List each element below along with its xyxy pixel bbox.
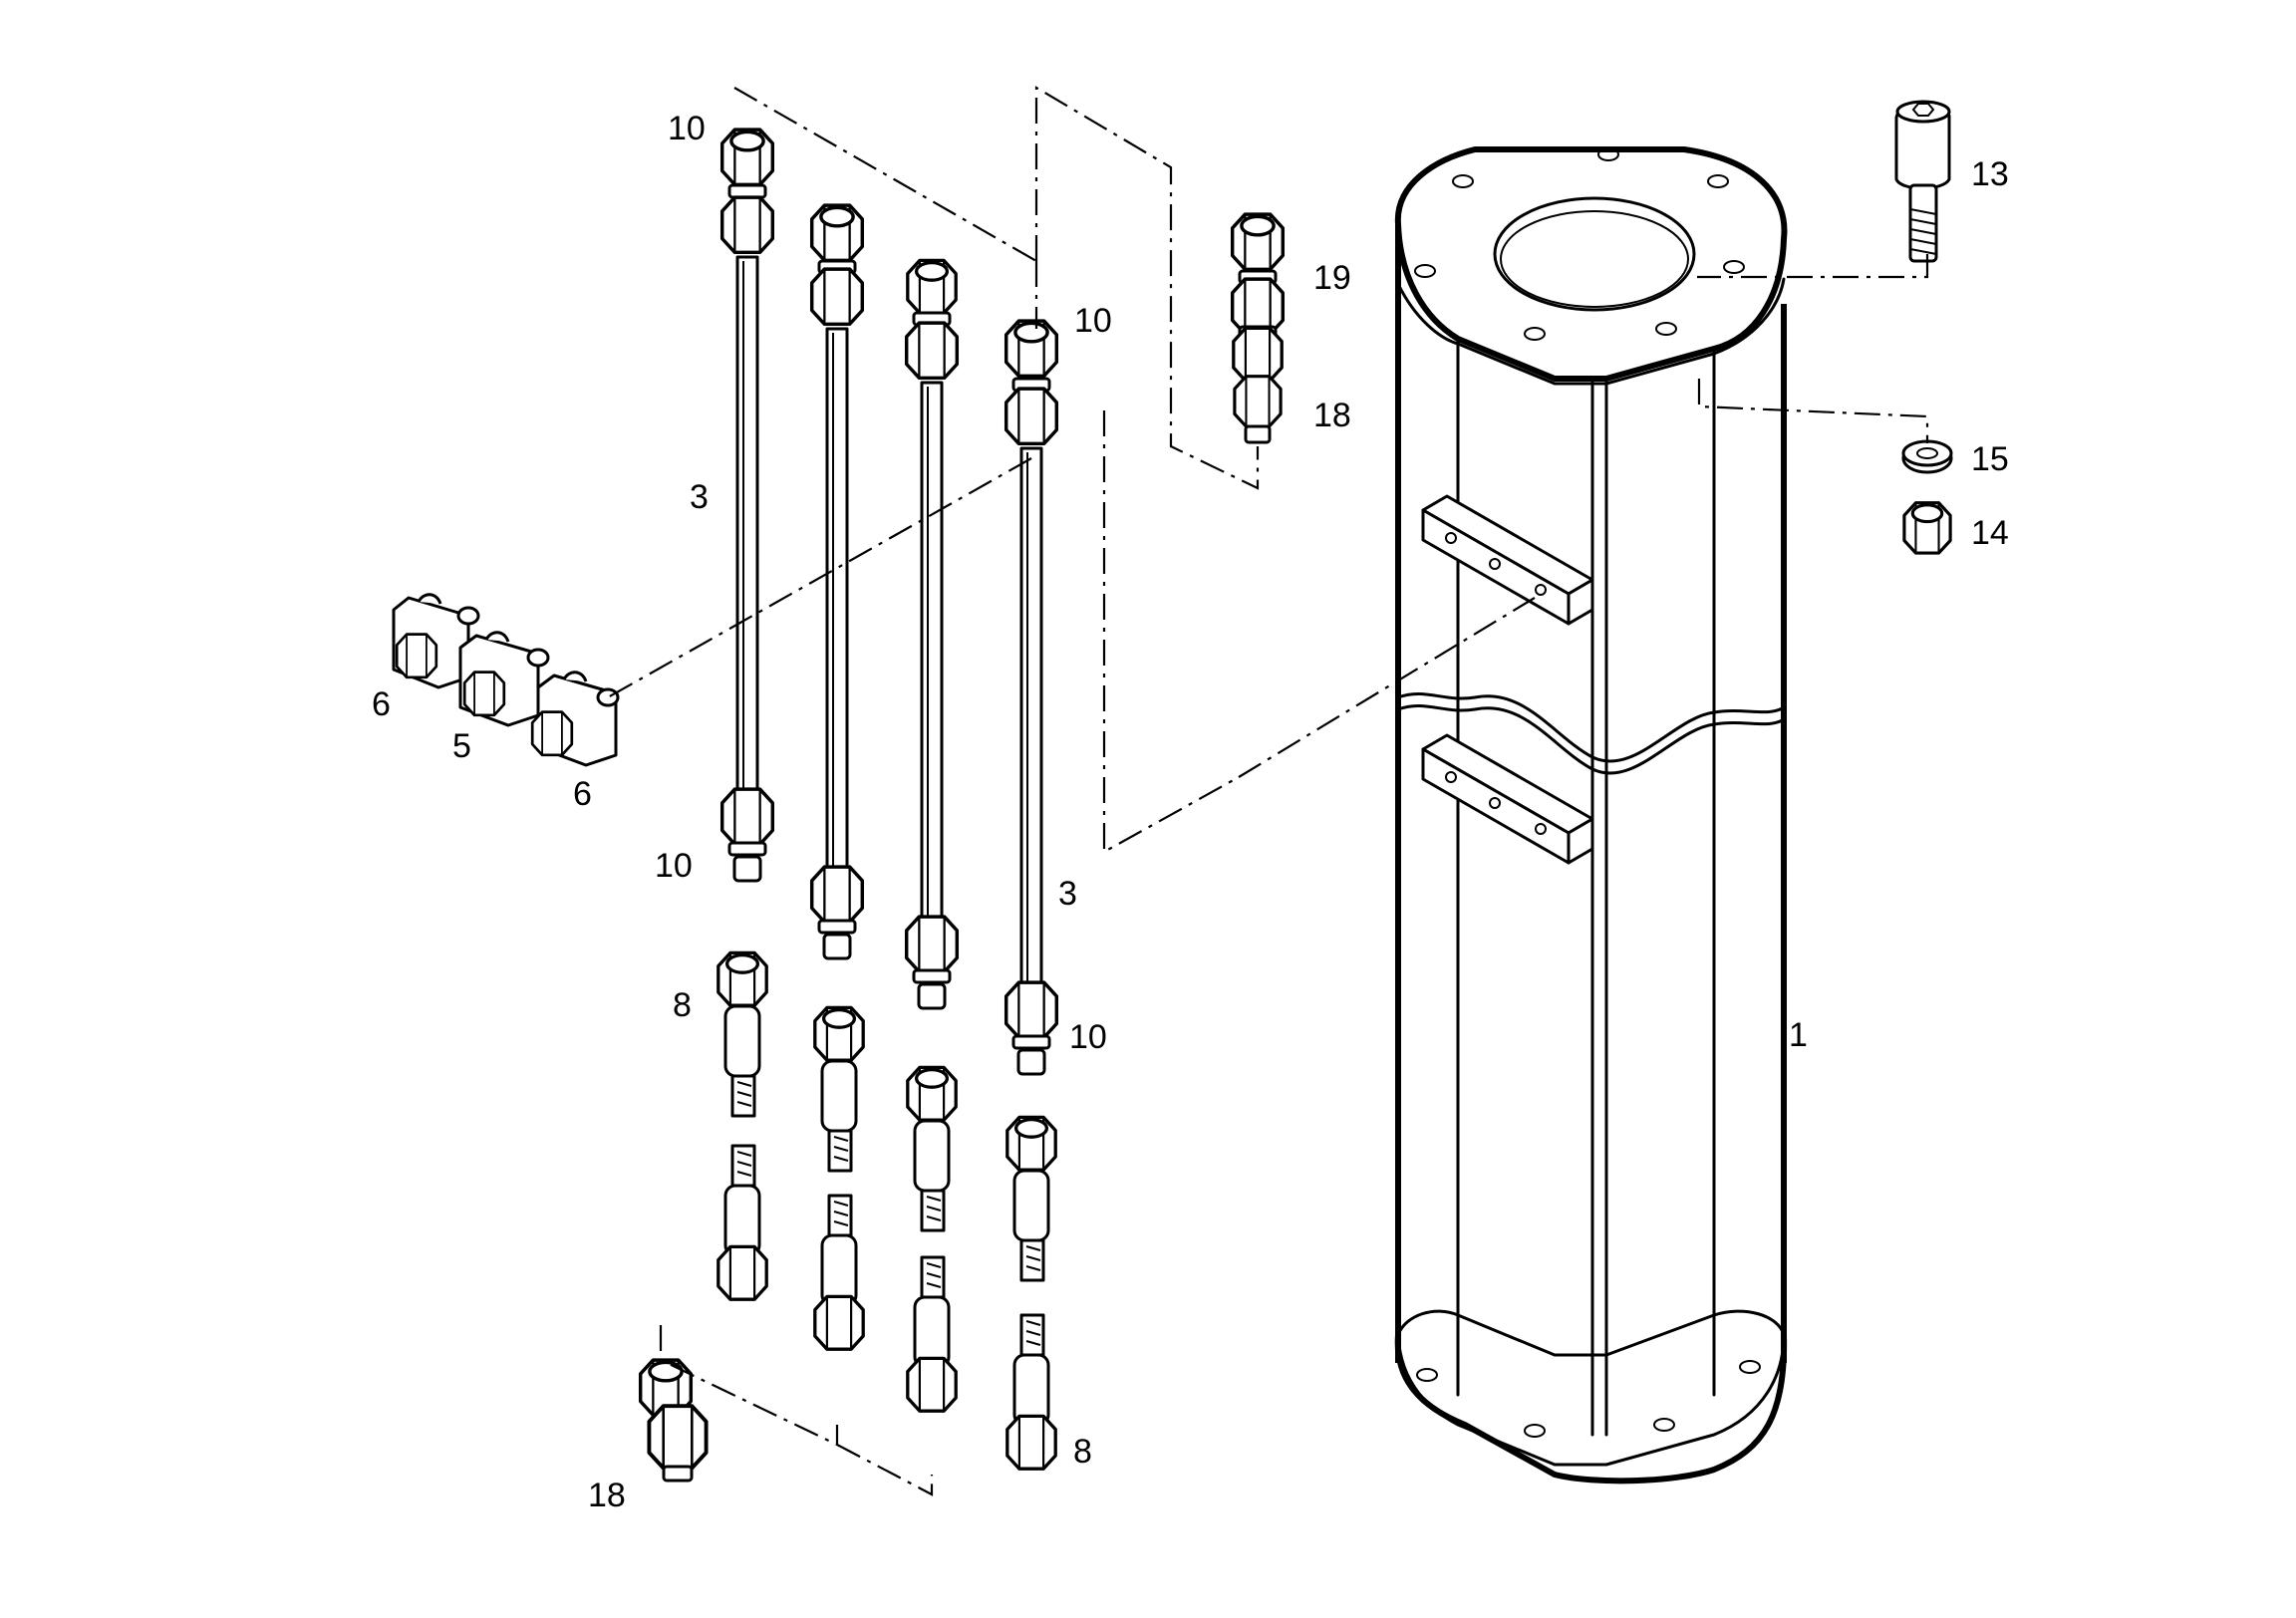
label-8-right: 8: [1073, 1433, 1092, 1471]
washer-15: [1901, 439, 1953, 474]
label-6-right: 6: [573, 775, 592, 813]
adapter-19: [1230, 212, 1286, 383]
pipe-3-a: [719, 128, 775, 883]
fitting-8-c: [906, 1065, 958, 1413]
clamp-6-right: [530, 671, 620, 767]
part-labels: 10 10 10 10 3 3 6 5 6 8 8 18 19 18 13 15…: [372, 110, 2009, 1514]
bottom-flange-holes: [1416, 1360, 1761, 1438]
flange-holes: [1414, 147, 1745, 341]
label-3-left: 3: [690, 478, 709, 516]
label-10-top: 10: [668, 110, 706, 147]
nut-14: [1902, 501, 1952, 555]
fitting-8-d: [1005, 1115, 1057, 1471]
label-10-mid: 10: [1074, 302, 1112, 340]
label-1: 1: [1789, 1016, 1808, 1054]
label-19: 19: [1313, 259, 1351, 297]
label-5: 5: [452, 727, 471, 765]
mounting-block-upper: [1421, 494, 1594, 626]
pipe-3-d: [1004, 319, 1059, 1076]
label-10-low-right: 10: [1069, 1018, 1107, 1056]
adapter-18-top: [1233, 375, 1283, 444]
label-18-top: 18: [1313, 397, 1351, 434]
bolt-13: [1894, 100, 1951, 263]
label-15: 15: [1971, 440, 2009, 478]
clamp-5: [458, 631, 550, 727]
label-18-bottom: 18: [588, 1477, 626, 1514]
label-13: 13: [1971, 155, 2009, 193]
label-6-left: 6: [372, 685, 391, 723]
label-3-right: 3: [1058, 875, 1077, 913]
label-10-low-left: 10: [655, 847, 693, 885]
leader-lines: [607, 86, 1929, 1496]
pipe-3-b: [809, 203, 865, 960]
label-8-left: 8: [673, 986, 692, 1024]
fitting-8-b: [813, 1005, 865, 1351]
adapter-18-bottom: [638, 1358, 709, 1483]
column-body: [1394, 146, 1788, 1484]
mounting-block-lower: [1421, 733, 1594, 865]
fitting-8-a: [717, 950, 768, 1301]
label-14: 14: [1971, 514, 2009, 552]
pipe-3-c: [904, 258, 960, 1010]
